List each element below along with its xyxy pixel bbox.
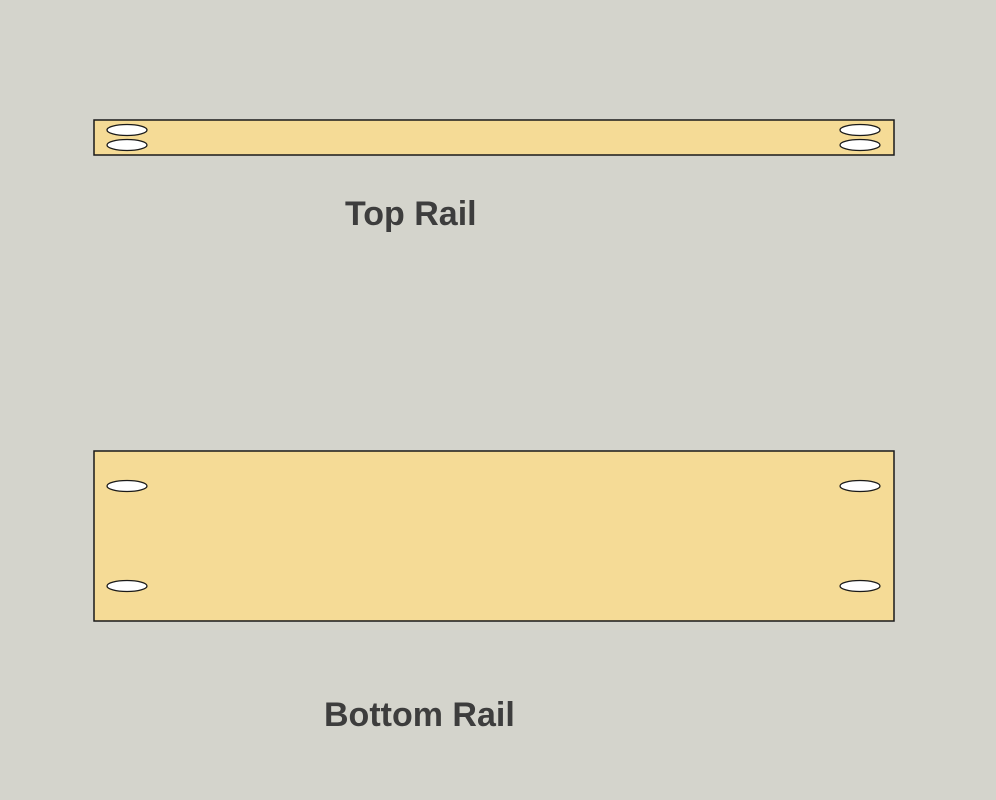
pocket-hole-icon <box>839 579 881 593</box>
pocket-hole-icon <box>106 123 148 137</box>
pocket-hole-icon <box>106 579 148 593</box>
pocket-hole-icon <box>839 479 881 493</box>
pocket-hole-icon <box>839 138 881 152</box>
top-rail-board <box>93 119 895 156</box>
pocket-hole-icon <box>106 479 148 493</box>
pocket-hole-icon <box>106 138 148 152</box>
bottom-rail-board <box>93 450 895 622</box>
pocket-hole-icon <box>839 123 881 137</box>
bottom-rail-label: Bottom Rail <box>324 696 515 734</box>
top-rail-label: Top Rail <box>345 195 477 233</box>
